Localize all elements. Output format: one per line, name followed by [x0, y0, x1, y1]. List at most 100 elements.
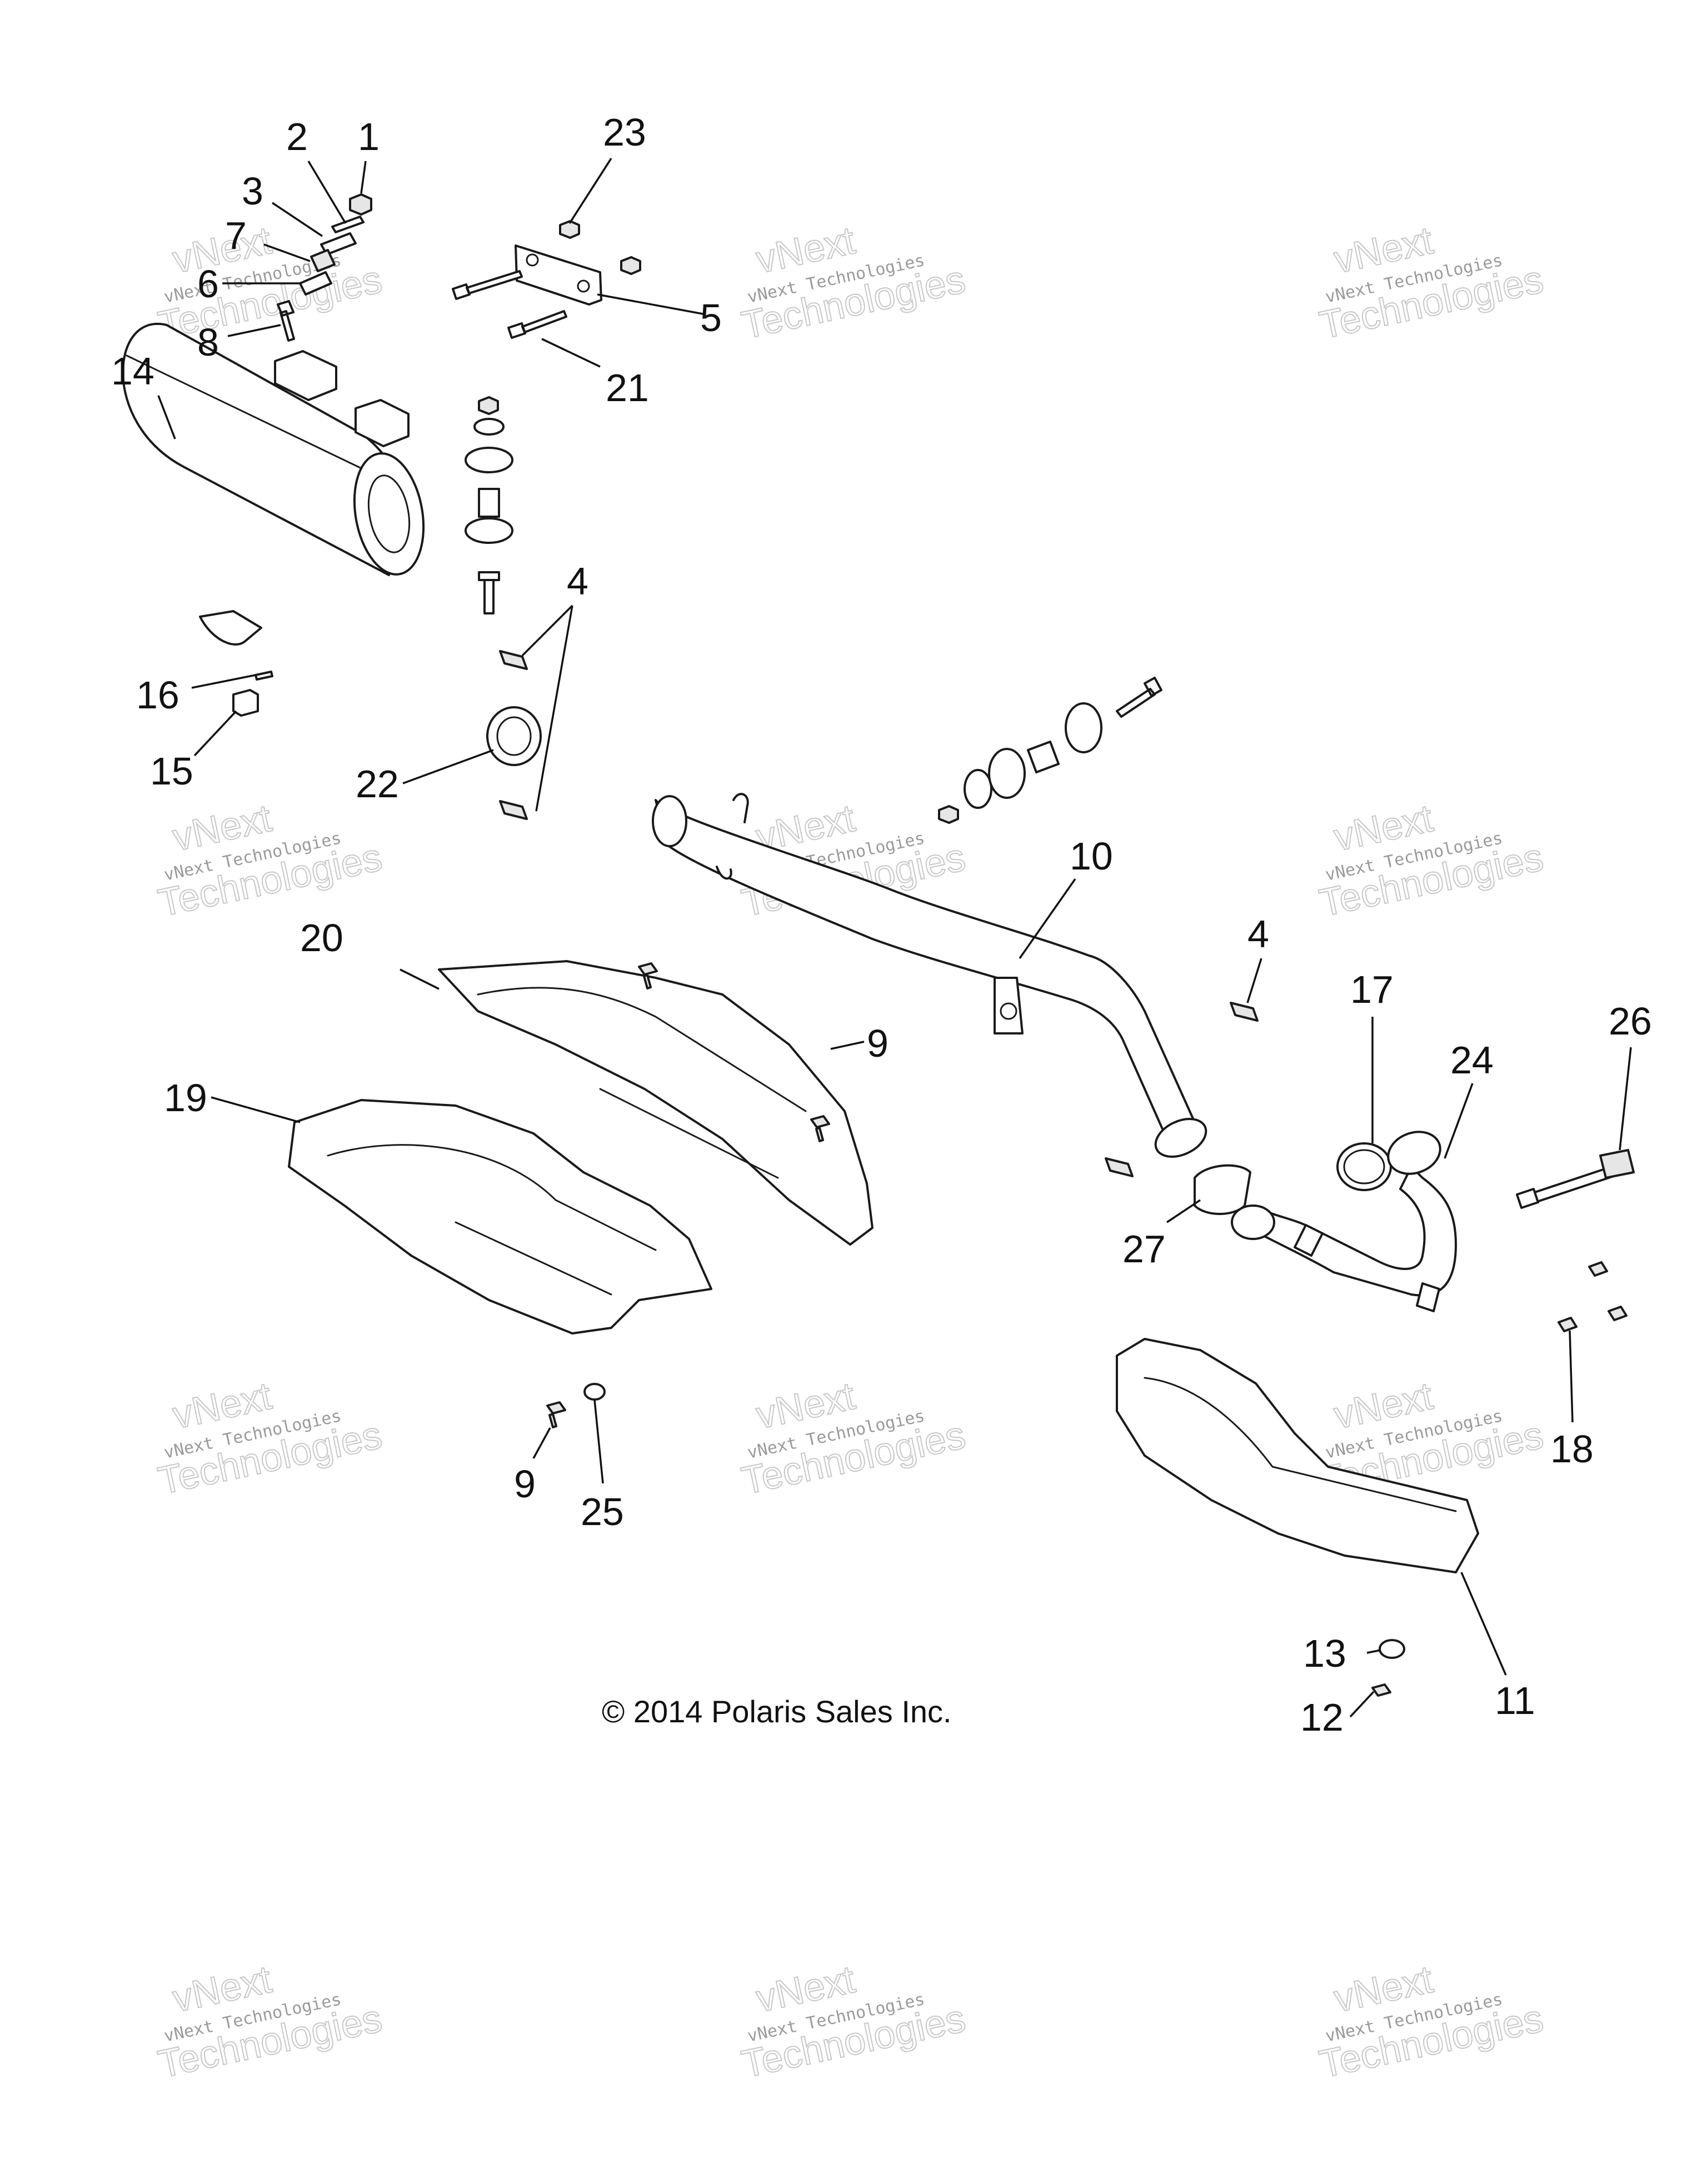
- leader-line: [532, 1427, 551, 1459]
- callout-4: 4: [1247, 912, 1269, 956]
- shield-ridge: [477, 987, 807, 1112]
- callout-3: 3: [242, 169, 263, 213]
- spring-part: [1230, 1002, 1259, 1022]
- leader-line: [272, 202, 323, 237]
- pin-part: [254, 671, 273, 681]
- callout-13: 13: [1303, 1632, 1346, 1675]
- nut-part: [478, 396, 499, 415]
- callout-27: 27: [1122, 1227, 1166, 1271]
- callout-14: 14: [111, 349, 154, 393]
- screw-part: [1371, 1683, 1391, 1697]
- nut-part: [938, 805, 959, 824]
- callout-8: 8: [197, 321, 219, 364]
- grommet-part: [465, 447, 513, 473]
- watermark: vNext vNext Technologies Technologies: [154, 796, 386, 925]
- leader-line: [193, 710, 237, 757]
- leader-line: [227, 324, 281, 337]
- leader-line: [597, 293, 703, 315]
- header-heat-shield-part: [1116, 1338, 1479, 1573]
- grommet-part: [988, 748, 1026, 799]
- watermark: vNext vNext Technologies Technologies: [737, 218, 970, 347]
- nut-part: [559, 220, 580, 239]
- leader-line: [400, 968, 440, 990]
- leader-line: [360, 161, 367, 194]
- callout-16: 16: [136, 673, 179, 717]
- callout-15: 15: [150, 749, 193, 793]
- shield-ridge: [455, 1221, 612, 1296]
- callout-7: 7: [225, 214, 247, 257]
- watermark: vNext vNext Technologies Technologies: [154, 1957, 386, 2086]
- leader-line: [263, 243, 311, 262]
- mount-bracket-part: [515, 244, 602, 306]
- leader-line: [307, 161, 347, 224]
- callout-25: 25: [581, 1490, 624, 1533]
- bolt-part: [277, 300, 295, 342]
- screw-part: [546, 1401, 566, 1428]
- pipe-inlet-flange: [652, 795, 687, 847]
- o2-sensor-plug: [1599, 1149, 1635, 1179]
- bolt-part: [507, 310, 567, 339]
- spring-part: [499, 650, 528, 670]
- leader-line: [1460, 1572, 1507, 1676]
- shield-ridge: [599, 1088, 779, 1179]
- header-flange: [1231, 1205, 1275, 1240]
- copyright-text: © 2014 Polaris Sales Inc.: [602, 1694, 952, 1729]
- muffler-tab-part: [274, 350, 337, 401]
- leader-line: [1569, 1330, 1574, 1423]
- callout-17: 17: [1350, 968, 1394, 1011]
- leader-line: [535, 605, 573, 812]
- callout-6: 6: [197, 262, 219, 306]
- leader-line: [830, 1041, 865, 1050]
- bolt-part: [1588, 1261, 1608, 1277]
- screw-part: [638, 962, 658, 989]
- header-flange: [1387, 1131, 1441, 1175]
- bolt-part: [1608, 1306, 1628, 1321]
- callout-20: 20: [300, 916, 343, 959]
- bracket-hole: [577, 279, 590, 293]
- callout-9: 9: [514, 1462, 536, 1506]
- callout-5: 5: [700, 296, 722, 339]
- mid-pipe-group: [652, 677, 1207, 1158]
- watermark: vNext vNext Technologies Technologies: [737, 1957, 970, 2086]
- pipe-hook-part: [732, 793, 749, 823]
- heat-shield-group: [288, 960, 874, 1428]
- callout-2: 2: [286, 115, 308, 158]
- muffler-end-cap: [353, 452, 425, 576]
- nut-part: [349, 193, 372, 216]
- callout-12: 12: [1300, 1696, 1344, 1739]
- gasket-ring-inner: [1343, 1149, 1385, 1185]
- o2-sensor-tip: [1516, 1188, 1539, 1209]
- muffler-group: [122, 322, 425, 717]
- bolt-part: [452, 270, 523, 300]
- header-clamp: [1416, 1282, 1440, 1312]
- callout-26: 26: [1609, 999, 1652, 1043]
- washer-part: [964, 769, 992, 809]
- watermark: vNext vNext Technologies Technologies: [1315, 796, 1548, 925]
- watermark: vNext vNext Technologies Technologies: [737, 1373, 970, 1503]
- nut-part: [620, 256, 641, 275]
- bracket-hole: [526, 253, 539, 267]
- callout-23: 23: [603, 111, 646, 154]
- shield-ridge: [327, 1144, 657, 1251]
- spring-part: [499, 800, 528, 820]
- callout-21: 21: [606, 366, 649, 409]
- callout-4: 4: [567, 559, 588, 603]
- callout-9: 9: [867, 1022, 889, 1065]
- bolt-part: [1558, 1317, 1578, 1332]
- callout-labels: 1 2 3 7 6 8 23 5 21 14 4 16 15 22 10 20 …: [111, 111, 1652, 1739]
- muffler-outlet: [367, 474, 411, 553]
- gasket-part: [486, 706, 542, 766]
- spacer-part: [1027, 741, 1060, 773]
- spring-clip-part: [331, 216, 365, 233]
- washer-part: [583, 1383, 606, 1401]
- leader-line: [1166, 1199, 1201, 1223]
- spring-part: [1105, 1157, 1134, 1177]
- pipe-hook-part: [716, 866, 732, 880]
- leader-line: [1246, 958, 1262, 1003]
- leader-lines: [157, 158, 1632, 1718]
- grommet-part: [1065, 702, 1102, 753]
- leader-line: [1444, 1083, 1474, 1159]
- leader-line: [191, 674, 256, 689]
- leader-line: [521, 604, 573, 657]
